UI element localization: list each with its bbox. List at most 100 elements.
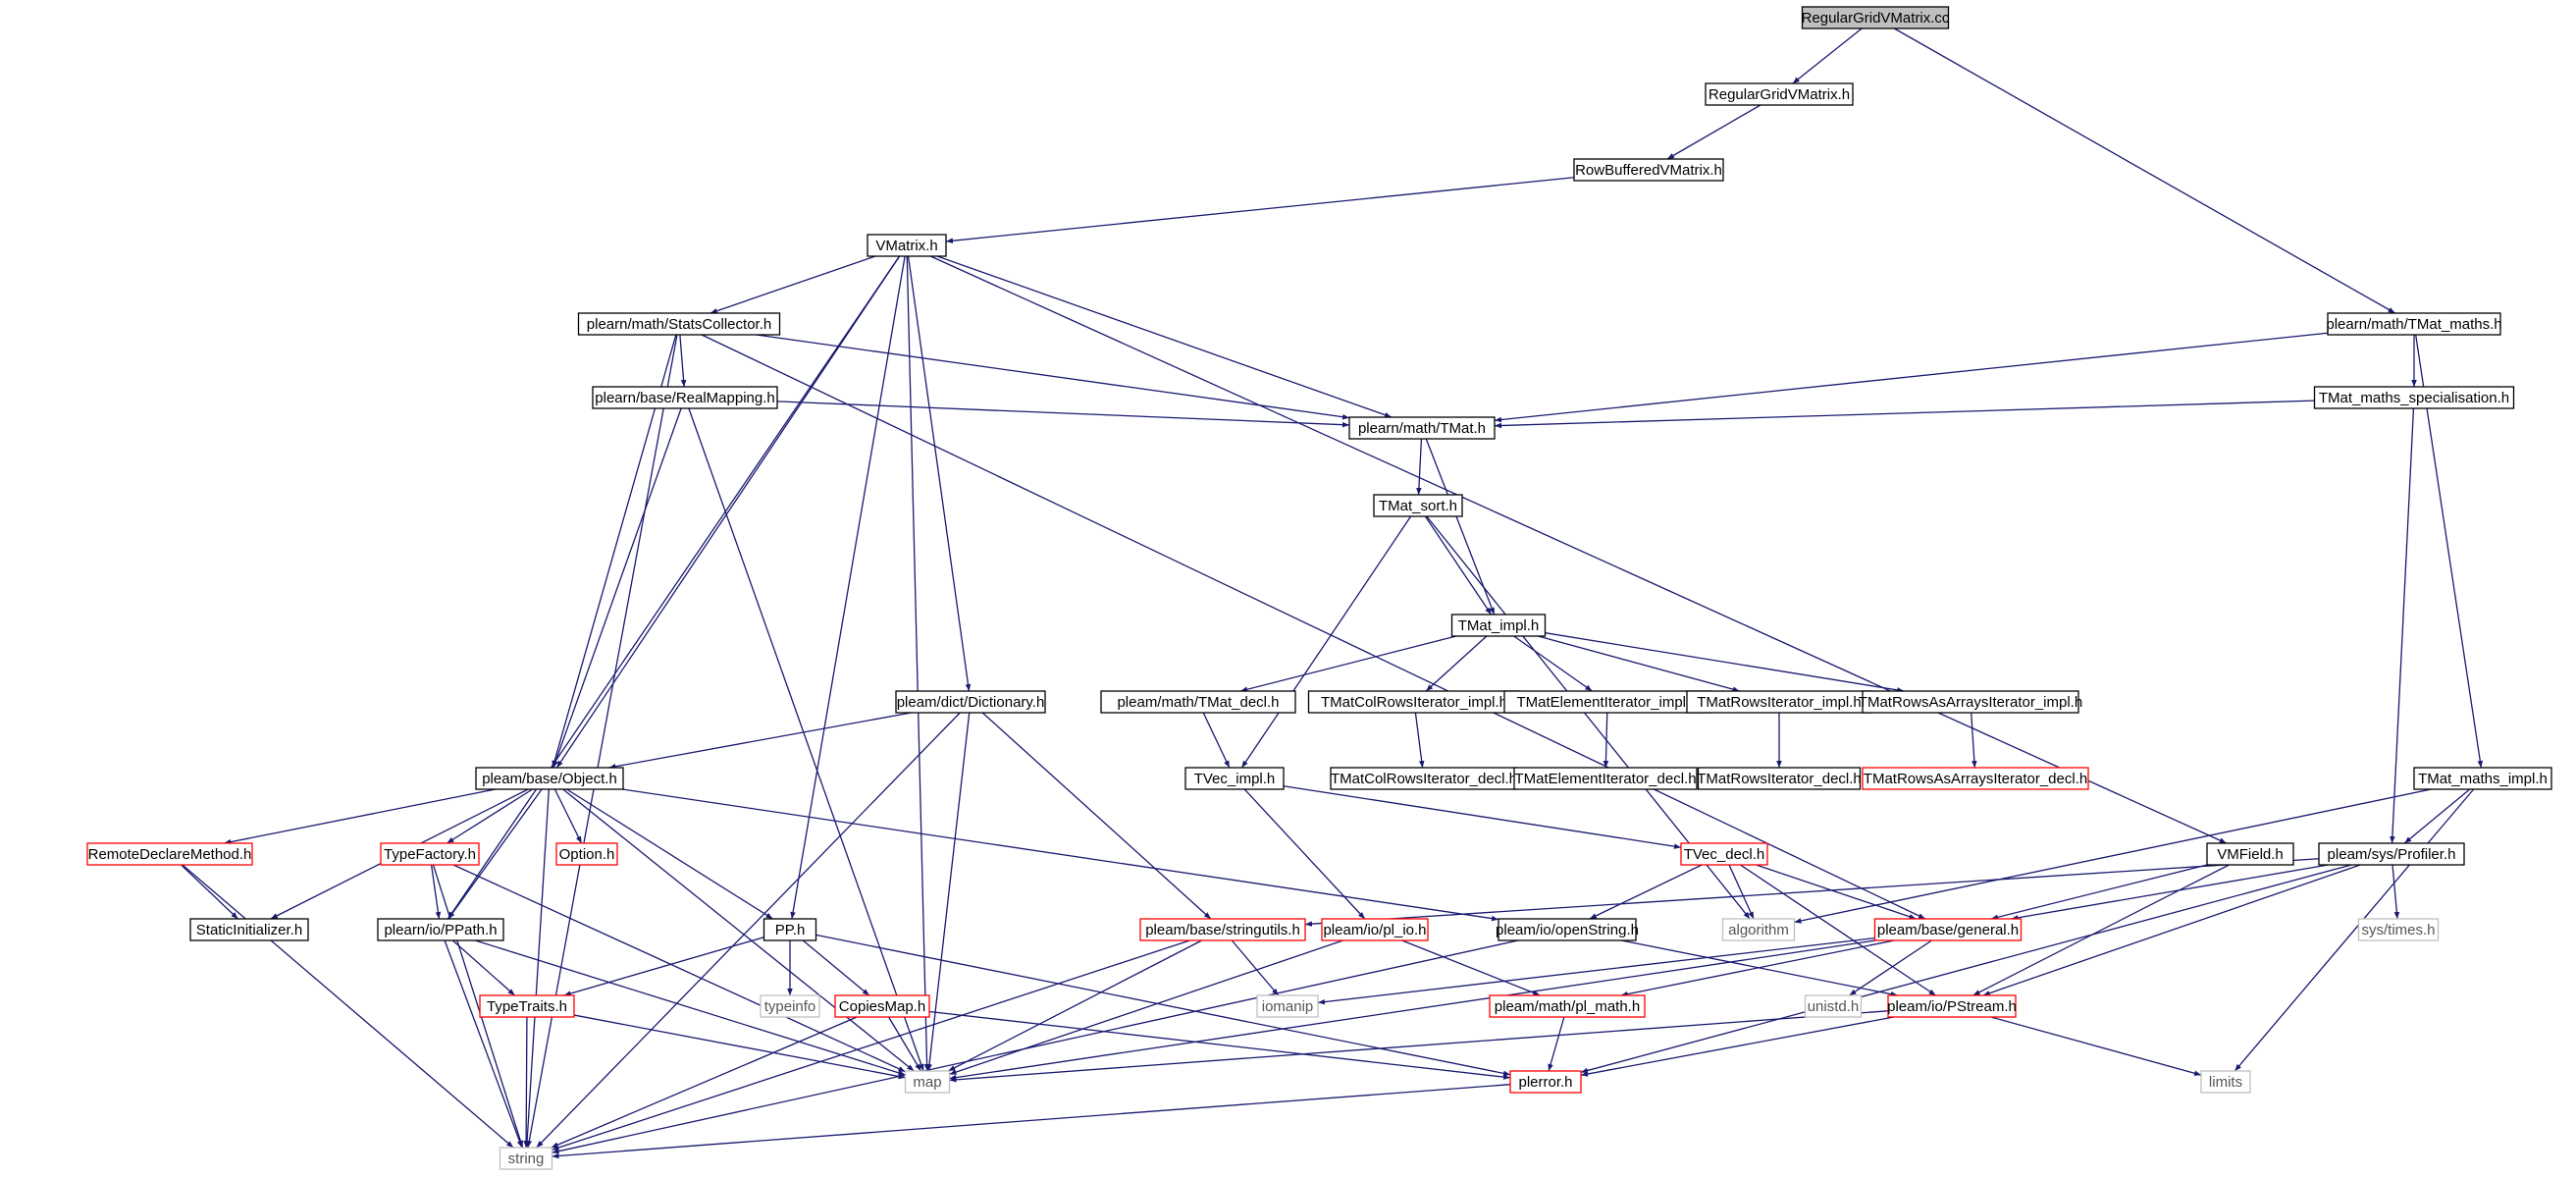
node-plearn-math-tmat-h[interactable]: plearn/math/TMat.h bbox=[1348, 416, 1496, 440]
node-label: RegularGridVMatrix.cc bbox=[1802, 10, 1950, 27]
node-pleam-io-openstring-h[interactable]: pleam/io/openString.h bbox=[1496, 918, 1639, 941]
edge-pp-h-to-copiesmap-h bbox=[802, 939, 870, 996]
edge-plearn-io-ppath-h-to-string bbox=[444, 939, 523, 1149]
node-string[interactable]: string bbox=[499, 1147, 553, 1170]
node-box bbox=[1887, 994, 2017, 1018]
node-vmatrix-h[interactable]: VMatrix.h bbox=[867, 234, 947, 257]
edge-vmatrix-h-to-pp-h bbox=[790, 255, 906, 920]
node-pleam-base-stringutils-h[interactable]: pleam/base/stringutils.h bbox=[1139, 918, 1306, 941]
edge-typetraits-h-to-string bbox=[523, 1016, 529, 1149]
node-limits[interactable]: limits bbox=[2200, 1070, 2251, 1094]
node-box bbox=[1804, 994, 1863, 1018]
node-label: map bbox=[913, 1074, 941, 1091]
node-staticinitializer-h[interactable]: StaticInitializer.h bbox=[189, 918, 309, 941]
edge-tmat-impl-h-to-tmatrowsiterator-impl-h bbox=[1538, 635, 1740, 692]
node-tmatrowsiterator-decl-h[interactable]: TMatRowsIterator_decl.h bbox=[1697, 767, 1862, 790]
edge-plearn-math-statscollector-h-to-pleam-base-general-h bbox=[701, 334, 1926, 920]
node-label: pleam/base/general.h bbox=[1877, 922, 2019, 938]
node-pleam-base-object-h[interactable]: pleam/base/Object.h bbox=[475, 767, 624, 790]
node-remotedeclaremethod-h[interactable]: RemoteDeclareMethod.h bbox=[86, 842, 253, 866]
node-plearn-io-ppath-h[interactable]: plearn/io/PPath.h bbox=[377, 918, 504, 941]
node-tmat-maths-impl-h[interactable]: TMat_maths_impl.h bbox=[2413, 767, 2552, 790]
node-tvec-impl-h[interactable]: TVec_impl.h bbox=[1184, 767, 1285, 790]
node-box bbox=[592, 386, 778, 409]
node-label: iomanip bbox=[1262, 998, 1314, 1015]
node-pleam-math-tmat-decl-h[interactable]: pleam/math/TMat_decl.h bbox=[1100, 690, 1296, 714]
edge-plearn-io-ppath-h-to-typetraits-h bbox=[451, 939, 516, 996]
node-sys-times-h[interactable]: sys/times.h bbox=[2357, 918, 2440, 941]
edge-pleam-base-object-h-to-pleam-io-openstring-h bbox=[621, 788, 1499, 922]
node-label: plearn/math/StatsCollector.h bbox=[587, 316, 771, 333]
node-vmfield-h[interactable]: VMField.h bbox=[2206, 842, 2294, 866]
node-typetraits-h[interactable]: TypeTraits.h bbox=[479, 994, 575, 1018]
node-tmat-maths-specialisation-h[interactable]: TMat_maths_specialisation.h bbox=[2313, 386, 2515, 409]
edge-tmatcolrowsiterator-impl-h-to-tmatcolrowsiterator-decl-h bbox=[1414, 712, 1425, 769]
edge-pleam-base-object-h-to-plearn-io-ppath-h bbox=[447, 788, 543, 920]
node-iomanip[interactable]: iomanip bbox=[1256, 994, 1319, 1018]
node-label: TypeFactory.h bbox=[384, 846, 476, 863]
node-box bbox=[1373, 494, 1463, 517]
node-pleam-io-pstream-h[interactable]: pleam/io/PStream.h bbox=[1887, 994, 2017, 1018]
node-box bbox=[1321, 918, 1429, 941]
node-label: RemoteDeclareMethod.h bbox=[88, 846, 252, 863]
edge-pp-h-to-typetraits-h bbox=[563, 937, 764, 996]
node-label: pleam/math/pl_math.h bbox=[1495, 998, 1640, 1015]
node-unistd-h[interactable]: unistd.h bbox=[1804, 994, 1863, 1018]
node-box bbox=[1862, 690, 2079, 714]
edge-vmatrix-h-to-pleam-dict-dictionary-h bbox=[907, 255, 972, 692]
node-tvec-decl-h[interactable]: TVec_decl.h bbox=[1680, 842, 1768, 866]
node-box bbox=[1184, 767, 1285, 790]
node-box bbox=[86, 842, 253, 866]
node-plearn-base-realmapping-h[interactable]: plearn/base/RealMapping.h bbox=[592, 386, 778, 409]
node-plearn-math-tmat-maths-h[interactable]: plearn/math/TMat_maths.h bbox=[2326, 312, 2502, 336]
node-box bbox=[1573, 158, 1724, 182]
node-pleam-dict-dictionary-h[interactable]: pleam/dict/Dictionary.h bbox=[895, 690, 1046, 714]
node-box bbox=[895, 690, 1046, 714]
node-option-h[interactable]: Option.h bbox=[555, 842, 618, 866]
dependency-edges bbox=[181, 27, 2484, 1159]
edge-copiesmap-h-to-map bbox=[888, 1016, 921, 1072]
node-box bbox=[762, 918, 817, 941]
edge-regulargridvmatrix-h-to-rowbufferedvmatrix-h bbox=[1666, 104, 1761, 160]
edge-pleam-io-openstring-h-to-string bbox=[552, 939, 1519, 1154]
node-label: string bbox=[508, 1151, 545, 1167]
node-plearn-math-statscollector-h[interactable]: plearn/math/StatsCollector.h bbox=[577, 312, 781, 336]
node-pp-h[interactable]: PP.h bbox=[762, 918, 817, 941]
node-pleam-math-pl-math-h[interactable]: pleam/math/pl_math.h bbox=[1489, 994, 1646, 1018]
node-plerror-h[interactable]: plerror.h bbox=[1509, 1070, 1582, 1094]
node-algorithm[interactable]: algorithm bbox=[1721, 918, 1796, 941]
node-tmat-impl-h[interactable]: TMat_impl.h bbox=[1450, 614, 1547, 637]
node-regulargridvmatrix-h[interactable]: RegularGridVMatrix.h bbox=[1705, 82, 1854, 106]
node-regulargridvmatrix-cc[interactable]: RegularGridVMatrix.cc bbox=[1802, 6, 1950, 29]
edge-plearn-math-statscollector-h-to-plearn-base-realmapping-h bbox=[679, 334, 687, 388]
node-rowbufferedvmatrix-h[interactable]: RowBufferedVMatrix.h bbox=[1573, 158, 1724, 182]
node-tmatrowsasarraysiterator-impl-h[interactable]: TMatRowsAsArraysIterator_impl.h bbox=[1859, 690, 2082, 714]
node-pleam-sys-profiler-h[interactable]: pleam/sys/Profiler.h bbox=[2318, 842, 2465, 866]
node-typefactory-h[interactable]: TypeFactory.h bbox=[380, 842, 480, 866]
node-tmat-sort-h[interactable]: TMat_sort.h bbox=[1373, 494, 1463, 517]
node-copiesmap-h[interactable]: CopiesMap.h bbox=[834, 994, 930, 1018]
node-box bbox=[1680, 842, 1768, 866]
edge-tmat-maths-specialisation-h-to-pleam-sys-profiler-h bbox=[2390, 407, 2415, 844]
node-box bbox=[2313, 386, 2515, 409]
edge-pleam-base-object-h-to-option-h bbox=[553, 788, 583, 844]
node-tmatelementiterator-impl-h[interactable]: TMatElementIterator_impl.h bbox=[1503, 690, 1711, 714]
node-tmatrowsasarraysiterator-decl-h[interactable]: TMatRowsAsArraysIterator_decl.h bbox=[1862, 767, 2089, 790]
node-tmatcolrowsiterator-impl-h[interactable]: TMatColRowsIterator_impl.h bbox=[1307, 690, 1521, 714]
node-pleam-base-general-h[interactable]: pleam/base/general.h bbox=[1873, 918, 2023, 941]
node-label: TMatElementIterator_impl.h bbox=[1516, 694, 1698, 711]
edge-plearn-math-statscollector-h-to-plearn-math-tmat-h bbox=[756, 334, 1350, 420]
node-box bbox=[380, 842, 480, 866]
edge-tmatrowsasarraysiterator-impl-h-to-tmatrowsasarraysiterator-decl-h bbox=[1971, 712, 1977, 769]
node-tmatcolrowsiterator-decl-h[interactable]: TMatColRowsIterator_decl.h bbox=[1330, 767, 1518, 790]
node-map[interactable]: map bbox=[904, 1070, 951, 1094]
node-tmatrowsiterator-impl-h[interactable]: TMatRowsIterator_impl.h bbox=[1686, 690, 1872, 714]
edge-pleam-base-object-h-to-map bbox=[562, 788, 915, 1072]
edge-tvec-decl-h-to-pleam-base-general-h bbox=[1756, 864, 1917, 920]
edge-pleam-io-pl-io-h-to-map bbox=[949, 939, 1343, 1075]
node-pleam-io-pl-io-h[interactable]: pleam/io/pl_io.h bbox=[1321, 918, 1429, 941]
node-tmatelementiterator-decl-h[interactable]: TMatElementIterator_decl.h bbox=[1513, 767, 1698, 790]
edge-plearn-io-ppath-h-to-map bbox=[475, 939, 906, 1076]
node-typeinfo[interactable]: typeinfo bbox=[760, 994, 820, 1018]
